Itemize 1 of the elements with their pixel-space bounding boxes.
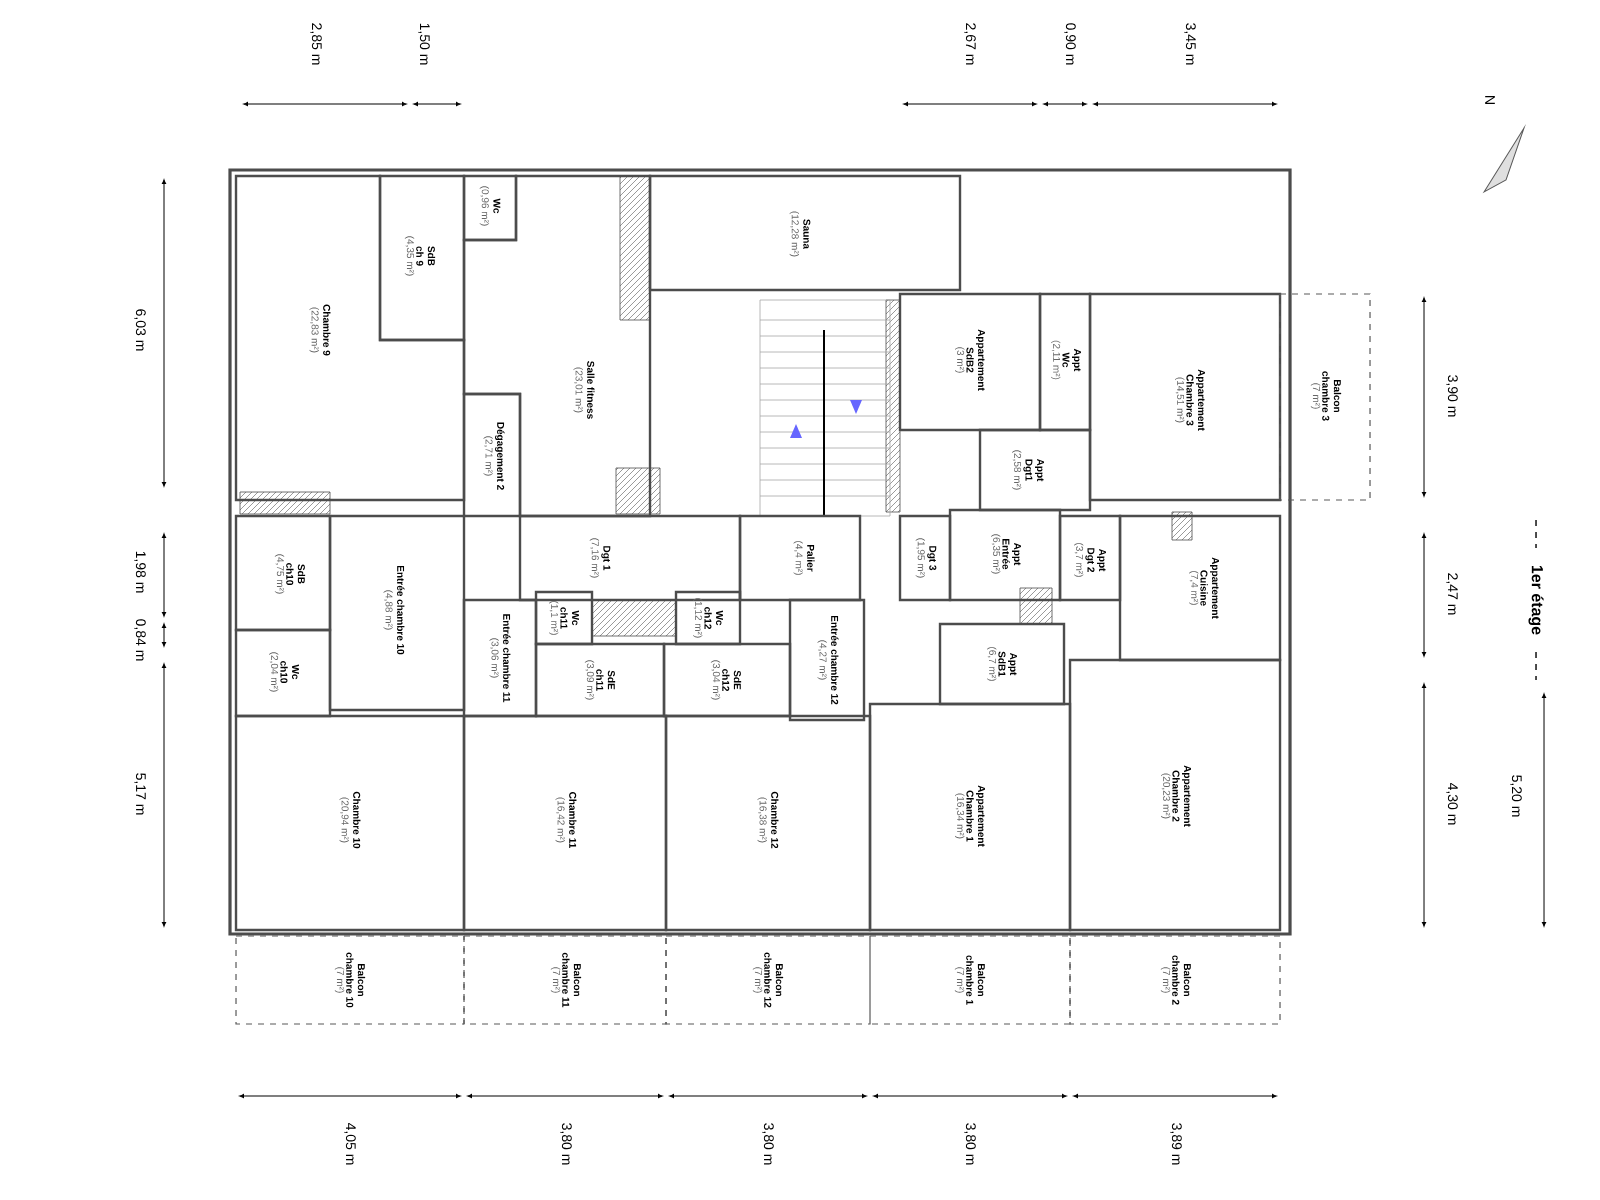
floor-title: 1er étage xyxy=(1528,519,1544,681)
